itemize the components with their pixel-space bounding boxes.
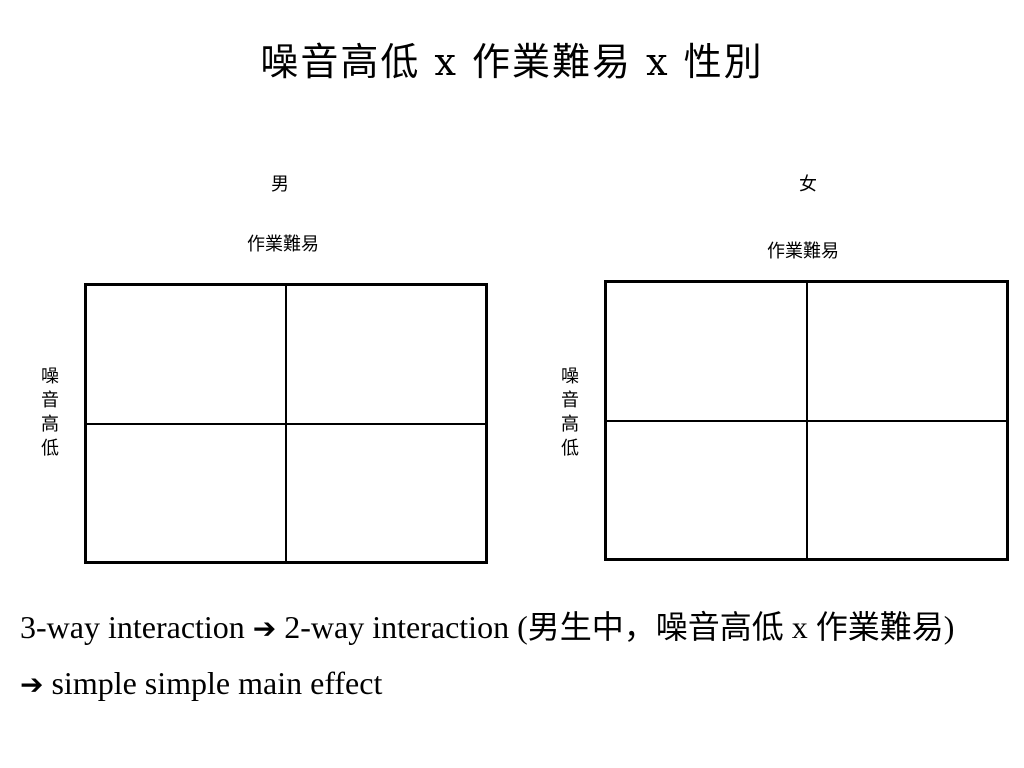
row-factor-label-male: 噪音高低: [38, 366, 59, 462]
caption-part-1: 3-way interaction: [20, 609, 253, 645]
caption-part-3: simple simple main effect: [43, 665, 383, 701]
right-arrow-icon: ➔: [20, 668, 44, 701]
design-table-female: [604, 280, 1009, 561]
table-divider-horizontal: [607, 419, 1006, 422]
table-divider-horizontal: [87, 422, 485, 425]
caption-part-2: 2-way interaction (男生中，噪音高低 x 作業難易): [276, 609, 955, 645]
column-factor-label-male: 作業難易: [247, 234, 319, 255]
right-arrow-icon: ➔: [252, 612, 277, 645]
gender-label-female: 女: [799, 174, 817, 195]
caption: 3-way interaction ➔ 2-way interaction (男…: [20, 600, 980, 712]
gender-label-male: 男: [271, 174, 289, 195]
row-factor-label-female: 噪音高低: [558, 366, 579, 462]
design-table-male: [84, 283, 488, 564]
column-factor-label-female: 作業難易: [767, 241, 839, 262]
slide-title: 噪音高低 x 作業難易 x 性別: [260, 40, 764, 84]
